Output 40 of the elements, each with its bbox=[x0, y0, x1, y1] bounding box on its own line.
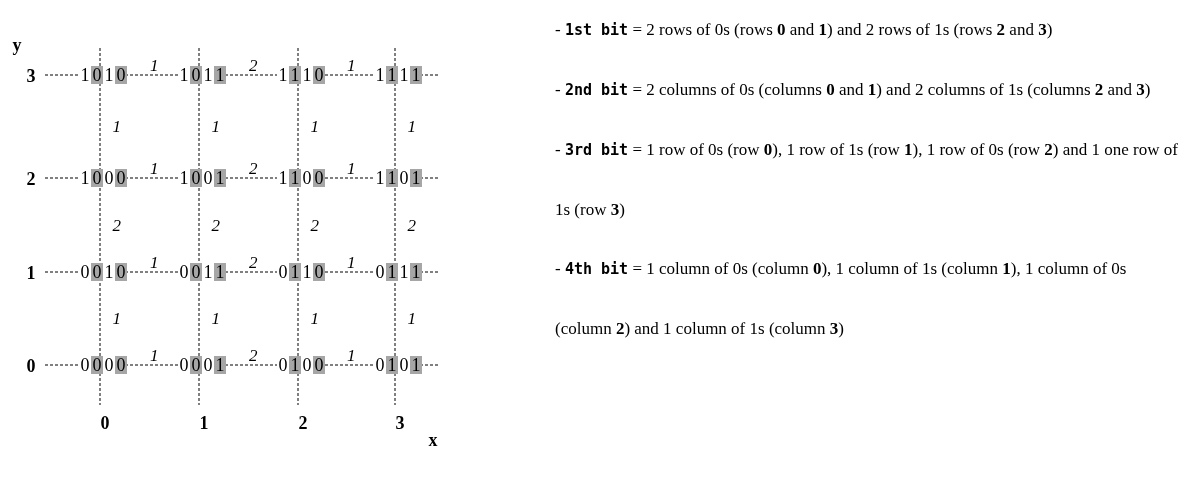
column-label: 3 bbox=[395, 414, 405, 432]
description-text: - 2nd bit = 2 columns of 0s (columns 0 and 1) and 2 columns of 1s (columns 2 and 3) bbox=[555, 79, 1152, 101]
weight-label: 1 bbox=[347, 56, 356, 74]
weight-label: 1 bbox=[407, 310, 416, 327]
weight-label: 1 bbox=[150, 159, 159, 177]
weight-label: 2 bbox=[249, 159, 258, 177]
row-label: 0 bbox=[26, 357, 36, 375]
description-text: - 4th bit = 1 column of 0s (column 0), 1 column of 1s (column 1), 1 column of 0s (column 2) and 1 column of 1s (column 3) bbox=[555, 258, 1128, 340]
weight-label: 1 bbox=[112, 118, 121, 135]
row-label: 1 bbox=[26, 264, 36, 282]
weight-label: 1 bbox=[112, 310, 121, 327]
weight-label: 2 bbox=[407, 216, 416, 234]
weight-label: 2 bbox=[310, 216, 319, 234]
weight-label: 2 bbox=[249, 346, 258, 364]
weight-label: 2 bbox=[112, 216, 121, 234]
column-label: 2 bbox=[298, 414, 308, 432]
weight-label: 1 bbox=[347, 346, 356, 364]
weight-label: 1 bbox=[211, 310, 220, 327]
column-label: 1 bbox=[199, 414, 209, 432]
axis-label: x bbox=[428, 431, 438, 449]
weight-label: 1 bbox=[347, 159, 356, 177]
column-label: 0 bbox=[100, 414, 110, 432]
weight-label: 1 bbox=[211, 118, 220, 135]
weight-label: 1 bbox=[310, 118, 319, 135]
binary-code: 1000 bbox=[79, 169, 127, 187]
weight-label: 1 bbox=[150, 253, 159, 271]
weight-label: 1 bbox=[347, 253, 356, 271]
description-text: - 1st bit = 2 rows of 0s (rows 0 and 1) and 2 rows of 1s (rows 2 and 3) bbox=[555, 19, 1054, 41]
weight-label: 2 bbox=[211, 216, 220, 234]
weight-label: 1 bbox=[407, 118, 416, 135]
weight-label: 1 bbox=[310, 310, 319, 327]
description-text: - 3rd bit = 1 row of 0s (row 0), 1 row of 1s (row 1), 1 row of 0s (row 2) and 1 one row of 1s (row 3) bbox=[555, 139, 1179, 221]
weight-label: 1 bbox=[150, 346, 159, 364]
binary-code: 0000 bbox=[79, 356, 127, 374]
weight-label: 1 bbox=[150, 56, 159, 74]
weight-label: 2 bbox=[249, 253, 258, 271]
row-label: 3 bbox=[26, 67, 36, 85]
weight-label: 2 bbox=[249, 56, 258, 74]
row-label: 2 bbox=[26, 170, 36, 188]
axis-label: y bbox=[12, 36, 22, 54]
